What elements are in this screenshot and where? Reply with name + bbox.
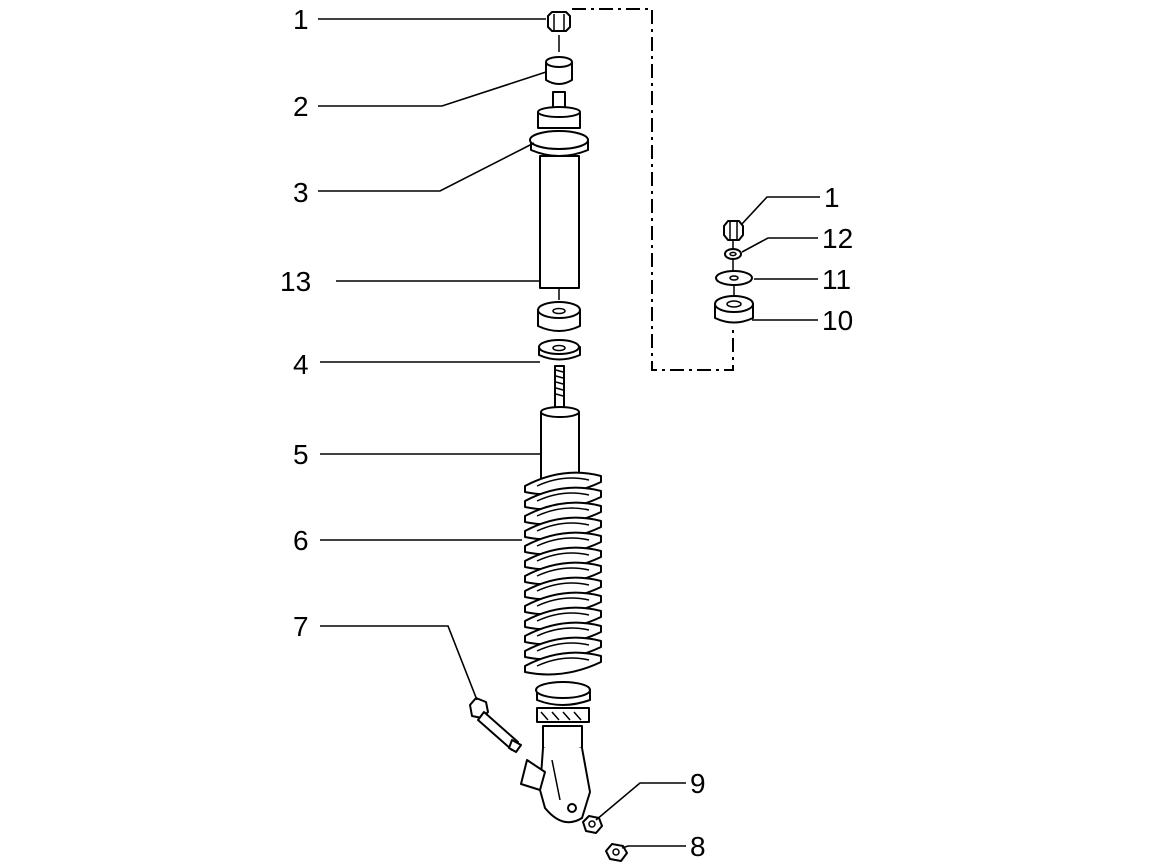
nut-8: [605, 843, 628, 862]
callout-13: 13: [280, 266, 311, 297]
rubber-ring: [537, 301, 581, 332]
callout-3: 3: [293, 177, 309, 208]
flat-washer: [715, 270, 753, 286]
callout-9: 9: [690, 768, 706, 799]
callout-12: 12: [822, 223, 853, 254]
lower-mount-eye: [520, 725, 591, 824]
callout-8: 8: [690, 831, 706, 862]
top-nut: [547, 11, 571, 32]
upper-tube: [539, 155, 580, 289]
shock-absorber: [520, 11, 602, 824]
bolt: [469, 697, 522, 753]
callout-1-top: 1: [293, 4, 309, 35]
coil-spring: [524, 471, 602, 676]
dashed-connector: [572, 8, 734, 371]
callout-5: 5: [293, 439, 309, 470]
top-cup: [529, 106, 589, 157]
leader-lines: [318, 18, 820, 849]
threaded-rod: [554, 365, 565, 411]
callout-6: 6: [293, 525, 309, 556]
washer-4: [538, 339, 581, 361]
side-mount-assembly: [714, 220, 754, 324]
lower-spring-seat: [535, 681, 591, 723]
side-nut: [723, 220, 744, 241]
nut-9: [582, 815, 603, 834]
callout-11: 11: [822, 264, 851, 295]
callout-10: 10: [822, 305, 853, 336]
small-washer: [724, 248, 742, 260]
callout-1-right: 1: [824, 182, 840, 213]
callout-labels: 1 2 3 13 4 5 6 7 1 12 11 10 9 8: [280, 4, 853, 862]
callout-4: 4: [293, 349, 309, 380]
top-bushing: [545, 56, 573, 85]
side-bushing: [714, 295, 754, 324]
callout-7: 7: [293, 611, 309, 642]
callout-2: 2: [293, 91, 309, 122]
